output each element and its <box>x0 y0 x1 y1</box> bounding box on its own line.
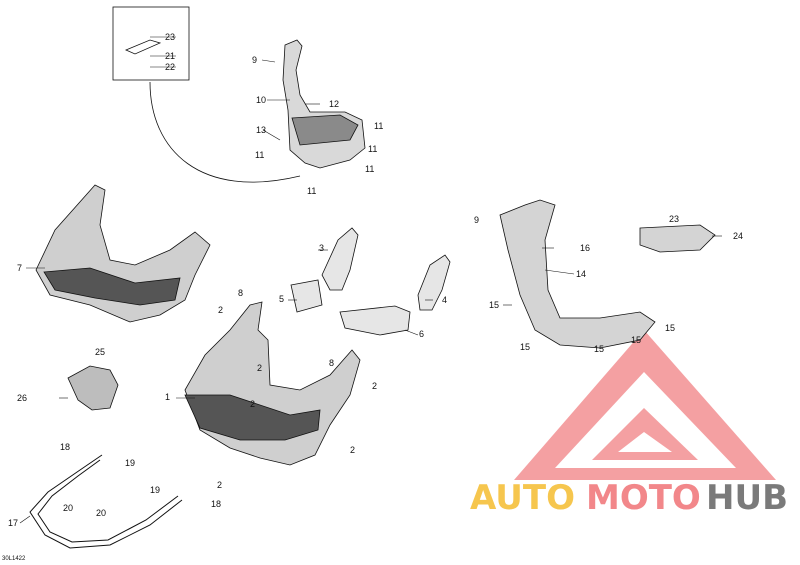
callout-20b: 20 <box>96 508 107 518</box>
watermark-logo-mark <box>514 330 776 480</box>
inset-box <box>112 6 301 183</box>
callout-23b: 23 <box>669 214 680 224</box>
callout-26: 26 <box>17 393 28 403</box>
callout-2d: 2 <box>217 480 223 490</box>
callout-2e: 2 <box>372 381 378 391</box>
callout-13: 13 <box>256 125 267 135</box>
callout-19: 19 <box>125 458 136 468</box>
callout-6: 6 <box>419 329 425 339</box>
callout-15c: 15 <box>594 344 605 354</box>
callout-3: 3 <box>319 243 325 253</box>
leader-lines <box>19 36 722 524</box>
watermark-text-auto: AUTO <box>470 478 575 518</box>
callout-2c: 2 <box>250 399 256 409</box>
callout-9: 9 <box>252 55 258 65</box>
part-1-front-fascia <box>184 301 361 466</box>
part-25-bracket <box>67 365 119 411</box>
callout-11b: 11 <box>368 144 378 154</box>
callout-21: 21 <box>165 51 176 61</box>
callout-25: 25 <box>95 347 106 357</box>
callout-22: 22 <box>165 62 176 72</box>
callout-2b: 2 <box>257 363 263 373</box>
small-panels <box>290 227 451 336</box>
watermark-text-moto: MOTO <box>586 478 701 518</box>
callout-18: 18 <box>60 442 71 452</box>
diagram-code: 30L1422 <box>2 556 26 562</box>
part-10-bracket <box>282 39 366 169</box>
callout-20: 20 <box>63 503 74 513</box>
callout-2f: 2 <box>350 445 356 455</box>
callout-1: 1 <box>165 392 171 402</box>
callout-4: 4 <box>442 295 448 305</box>
callout-18b: 18 <box>211 499 222 509</box>
callout-11: 11 <box>374 121 384 131</box>
callout-19b: 19 <box>150 485 161 495</box>
callout-9b: 9 <box>474 215 480 225</box>
callout-24: 24 <box>733 231 744 241</box>
callout-17: 17 <box>8 518 19 528</box>
part-17-bumper-rail <box>29 454 183 549</box>
callout-11d: 11 <box>365 164 375 174</box>
callout-23: 23 <box>165 32 176 42</box>
callout-8b: 8 <box>329 358 335 368</box>
part-14-side-panel <box>499 199 716 349</box>
callout-12: 12 <box>329 99 340 109</box>
callout-10: 10 <box>256 95 267 105</box>
callout-15: 15 <box>489 300 500 310</box>
callout-11e: 11 <box>307 186 317 196</box>
callout-16: 16 <box>580 243 591 253</box>
callout-2: 2 <box>218 305 224 315</box>
watermark-text-hub: HUB <box>706 478 788 518</box>
callout-11c: 11 <box>255 150 265 160</box>
callout-14: 14 <box>576 269 587 279</box>
callout-7: 7 <box>17 263 23 273</box>
callout-15e: 15 <box>665 323 676 333</box>
callout-15d: 15 <box>631 335 642 345</box>
part-7-fairing <box>35 184 211 323</box>
callout-5: 5 <box>279 294 285 304</box>
callout-8: 8 <box>238 288 244 298</box>
callout-15b: 15 <box>520 342 531 352</box>
